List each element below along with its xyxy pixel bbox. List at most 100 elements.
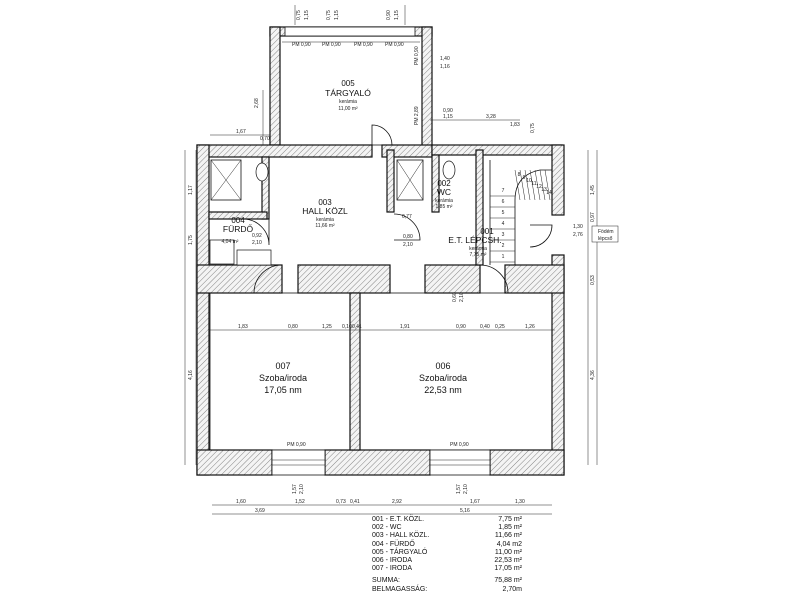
- pm-side-2: PM 2,89: [414, 106, 420, 125]
- schedule-row-label: 002 - WC: [372, 524, 402, 532]
- bath-cabinet: [209, 239, 235, 265]
- dimension-label: 2,10: [252, 240, 262, 246]
- window-005-top: [284, 26, 416, 37]
- dimension-label: 1,15: [443, 114, 453, 120]
- schedule-sum-label: SUMMA:: [372, 577, 400, 585]
- dimension-label: 0,10: [342, 324, 352, 330]
- stair-step-number: 1: [502, 254, 505, 260]
- stair-step-number: 14: [546, 190, 552, 196]
- stair-tread: [529, 169, 536, 201]
- bath-basin: [236, 249, 272, 266]
- stair-tread: [534, 169, 541, 201]
- dimension-label: 4,36: [590, 370, 596, 380]
- dimension-label: 1,16: [440, 64, 450, 70]
- window-006: [429, 449, 491, 476]
- schedule-row-label: 007 - IRODA: [372, 565, 413, 573]
- stair-step-number: 2: [502, 243, 505, 249]
- stair-step-number: 4: [502, 221, 505, 227]
- wall-office-divider: [349, 292, 361, 451]
- stair-step-number: 9: [523, 175, 526, 181]
- dimension-label: 0,90: [456, 324, 466, 330]
- dimension-label: 1,40: [440, 56, 450, 62]
- pm-top-3: PM 0,90: [354, 42, 373, 48]
- wall-005-left: [269, 26, 281, 146]
- dimension-label: 2,10: [299, 484, 305, 494]
- dimension-label: 0,40: [480, 324, 490, 330]
- schedule-row-label: 001 - E.T. KÖZL.: [372, 516, 425, 523]
- side-note-line2: lépcső: [598, 236, 613, 242]
- room-004-area: 4,04 m²: [222, 239, 239, 245]
- room-006-area: 22,53 nm: [424, 385, 462, 395]
- room-003-name: HALL KÖZL: [302, 206, 348, 216]
- schedule-row-value: 11,00 m²: [494, 548, 522, 556]
- stair-step-number: 13: [541, 187, 547, 193]
- stair-tread: [524, 169, 531, 201]
- schedule-height-label: BELMAGASSÁG:: [372, 585, 428, 593]
- schedule-row: 001 - E.T. KÖZL.7,75 m²: [372, 516, 522, 524]
- dimension-label: 0,80: [403, 234, 413, 240]
- room-001-name: E.T. LÉPCSH.: [448, 235, 501, 245]
- dimension-label: 0,70: [260, 136, 270, 142]
- stair-tread: [544, 169, 551, 201]
- schedule-row-label: 004 - FÜRDŐ: [372, 540, 415, 548]
- dimension-label: 0,73: [336, 499, 346, 505]
- toilet-wc: [442, 160, 456, 180]
- room-004-number: 004: [231, 216, 245, 225]
- wall-bottom-1: [196, 449, 273, 476]
- pm-bottom-007: PM 0,90: [287, 442, 306, 448]
- stair-step-number: 7: [502, 188, 505, 194]
- outline-007: [209, 292, 351, 451]
- dimension-label: 1,57: [292, 484, 298, 494]
- dimension-label: 1,83: [238, 324, 248, 330]
- dimension-label: 1,15: [334, 10, 340, 20]
- door-wc: [393, 213, 421, 241]
- dimension-label: 1,26: [525, 324, 535, 330]
- wall-wc-left: [386, 149, 395, 213]
- room-005-floor: kerámia: [339, 99, 357, 105]
- door-stair: [529, 224, 553, 248]
- dimension-label: 0,75: [326, 10, 332, 20]
- dimension-label: 2,68: [254, 98, 260, 108]
- schedule-row: 003 - HALL KÖZL.11,66 m²: [372, 532, 522, 540]
- dimension-label: 1,15: [304, 10, 310, 20]
- dimension-label: 1,91: [400, 324, 410, 330]
- stair-step-number: 10: [526, 178, 532, 184]
- dimension-label: 0,90: [443, 108, 453, 114]
- pm-bottom-006: PM 0,90: [450, 442, 469, 448]
- wall-top-right: [431, 144, 563, 156]
- dimension-label: 1,75: [188, 235, 194, 245]
- stair-step-number: 5: [502, 210, 505, 216]
- room-005-number: 005: [341, 79, 355, 88]
- stair-step-number: 8: [518, 172, 521, 178]
- dimension-label: 1,15: [394, 10, 400, 20]
- pm-side-1: PM 0,90: [414, 46, 420, 65]
- dimension-label: 1,17: [188, 185, 194, 195]
- dimension-label: 0,75: [296, 10, 302, 20]
- stair-step-number: 6: [502, 199, 505, 205]
- side-note: Födém lépcső: [591, 225, 619, 243]
- stair-step-number: 12: [536, 184, 542, 190]
- room-003-number: 003: [318, 198, 332, 207]
- stair-step-number: 11: [531, 181, 536, 187]
- dimension-label: 2,76: [573, 232, 583, 238]
- toilet-bath: [255, 162, 269, 182]
- wall-bath-bottom: [208, 211, 268, 220]
- schedule-sum-row: SUMMA: 75,88 m²: [372, 577, 522, 585]
- dimension-label: 0,41: [352, 324, 362, 330]
- dimension-label: 0,80: [288, 324, 298, 330]
- dimension-lines: [184, 5, 598, 515]
- dimension-label: 3,28: [486, 114, 496, 120]
- window-007: [271, 449, 326, 476]
- room-004-name: FÜRDŐ: [223, 224, 254, 234]
- dimension-label: 0,41: [350, 499, 360, 505]
- dimension-label: 0,90: [386, 10, 392, 20]
- room-007-name: Szoba/iroda: [259, 373, 307, 383]
- dimension-label: 0,77: [402, 214, 412, 220]
